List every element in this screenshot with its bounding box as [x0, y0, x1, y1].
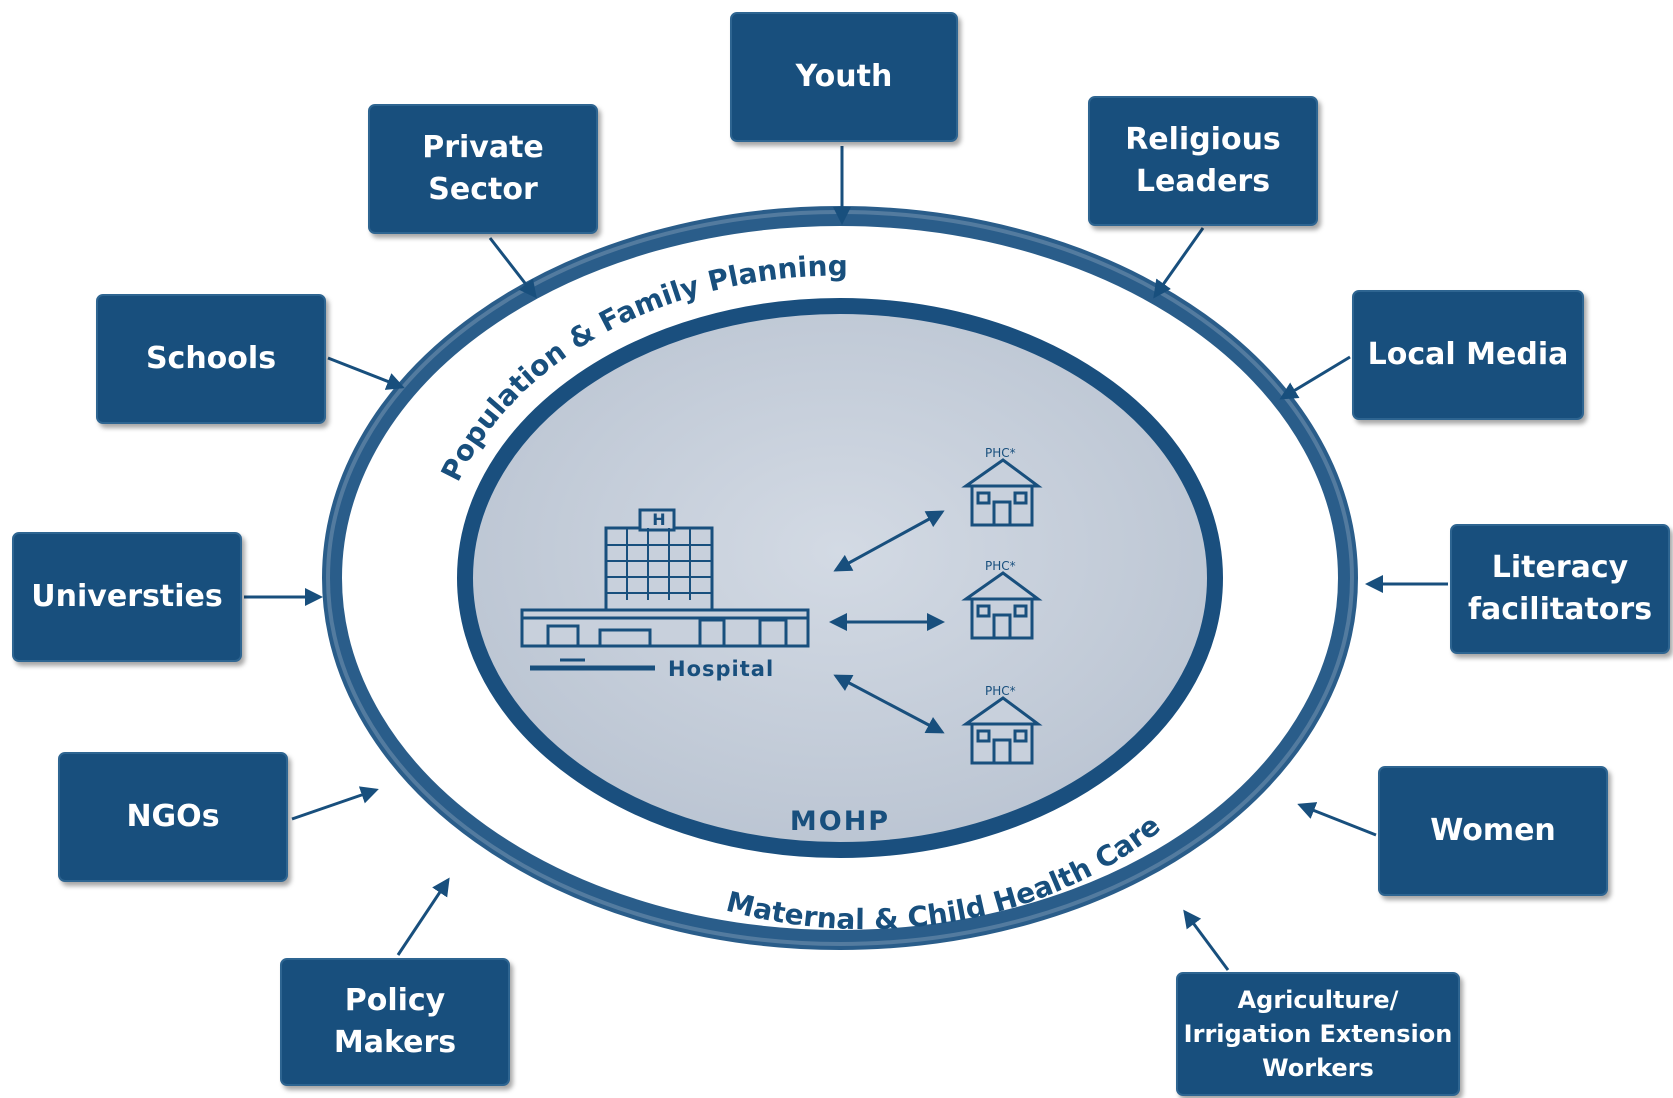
phc-label-1: PHC* [985, 446, 1016, 460]
box-private-sector-label: Private Sector [422, 130, 544, 207]
box-schools: Schools [96, 294, 326, 424]
inner-area [457, 298, 1223, 858]
hospital-sign: H [652, 510, 665, 529]
box-literacy-facilitators-label: Literacy facilitators [1467, 550, 1653, 627]
box-youth: Youth [730, 12, 958, 142]
center-label-mohp: MOHP [790, 806, 890, 837]
box-schools-label: Schools [145, 341, 277, 376]
box-ngos-label: NGOs [126, 799, 220, 834]
hospital-icon [520, 508, 810, 671]
box-universities-label: Universties [31, 579, 223, 614]
arrow-schools [327, 356, 405, 390]
box-religious-leaders: Religious Leaders [1088, 96, 1318, 226]
hospital-label: Hospital [668, 657, 774, 681]
box-local-media-label: Local Media [1367, 337, 1569, 372]
box-policy-makers: Policy Makers [280, 958, 510, 1086]
arrow-ngos [291, 786, 379, 821]
box-ngos: NGOs [58, 752, 288, 882]
link-hospital-phc-3 [833, 674, 945, 734]
link-hospital-phc-1 [833, 510, 945, 572]
box-local-media: Local Media [1352, 290, 1584, 420]
phc-house-icon-3 [961, 696, 1043, 765]
box-universities: Universties [12, 532, 242, 662]
arrow-women [1297, 802, 1377, 837]
phc-house-icon-2 [961, 571, 1043, 640]
box-women: Women [1378, 766, 1608, 896]
box-policy-makers-label: Policy Makers [333, 983, 457, 1060]
box-youth-label: Youth [795, 59, 893, 94]
box-literacy-facilitators: Literacy facilitators [1450, 524, 1670, 654]
box-religious-leaders-label: Religious Leaders [1125, 122, 1281, 199]
phc-label-3: PHC* [985, 684, 1016, 698]
arrow-private-sector [488, 237, 537, 299]
arrow-policy-makers [396, 877, 450, 956]
arrow-agriculture [1183, 909, 1230, 971]
arrow-religious-leaders [1153, 227, 1205, 299]
box-private-sector: Private Sector [368, 104, 598, 234]
phc-label-2: PHC* [985, 559, 1016, 573]
arrow-local-media [1279, 355, 1351, 400]
box-agriculture-extension-label: Agriculture/ Irrigation Extension Worker… [1183, 986, 1453, 1082]
box-agriculture-extension: Agriculture/ Irrigation Extension Worker… [1176, 972, 1460, 1096]
box-women-label: Women [1430, 813, 1556, 848]
phc-house-icon-1 [961, 458, 1043, 527]
